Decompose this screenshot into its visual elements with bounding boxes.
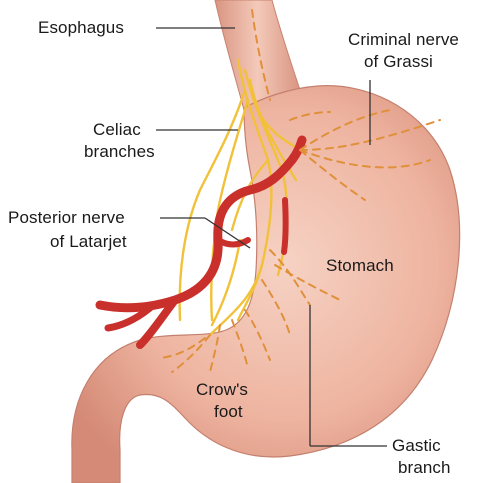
gastric-branch-label-line1: Gastic: [392, 436, 441, 456]
crows-foot-label-line2: foot: [214, 402, 243, 422]
stomach-label: Stomach: [326, 256, 394, 276]
crows-foot-label-line1: Crow's: [196, 380, 248, 400]
posterior-nerve-label-line2: of Latarjet: [50, 232, 127, 252]
criminal-nerve-label-line1: Criminal nerve: [348, 30, 459, 50]
esophagus-label: Esophagus: [38, 18, 124, 38]
posterior-nerve-label-line1: Posterior nerve: [8, 208, 125, 228]
celiac-branches-label-line2: branches: [84, 142, 155, 162]
celiac-branches-label-line1: Celiac: [93, 120, 141, 140]
criminal-nerve-label-line2: of Grassi: [364, 52, 433, 72]
gastric-branch-label-line2: branch: [398, 458, 451, 478]
